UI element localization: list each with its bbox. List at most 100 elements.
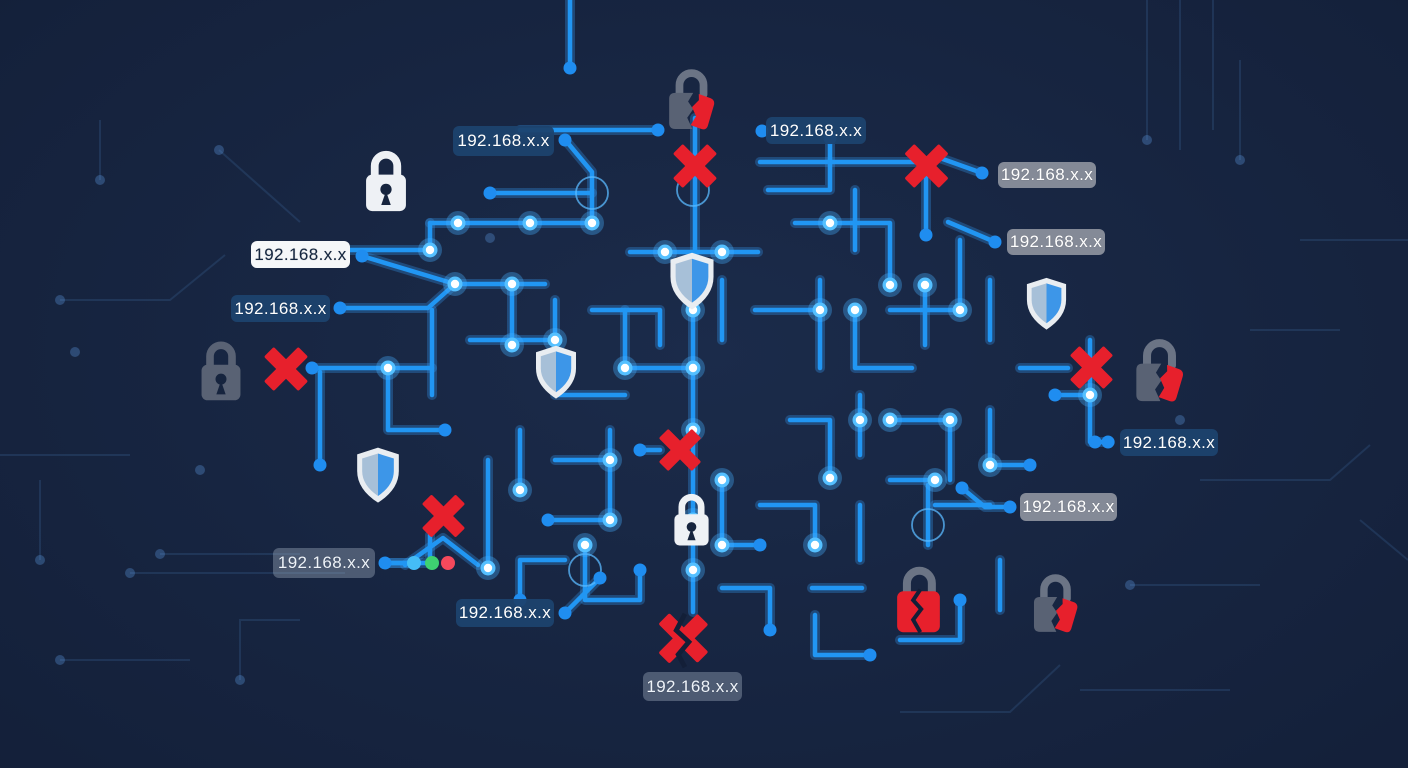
line-end-dot [355, 249, 369, 263]
line-end-dot [593, 571, 607, 585]
node-core [450, 279, 460, 289]
node-core [688, 363, 698, 373]
trace-line [218, 149, 301, 223]
broken-lock-icon [1034, 578, 1078, 633]
line-end-dot [541, 513, 555, 527]
node-core [850, 305, 860, 315]
node-core [717, 475, 727, 485]
node-core [383, 363, 393, 373]
node-core [587, 218, 597, 228]
line-end-dot [305, 361, 319, 375]
trace-dot [70, 347, 80, 357]
ip-label: 192.168.x.x [273, 548, 375, 578]
maze-line [385, 365, 448, 433]
line-end-dot [1023, 458, 1037, 472]
line-end-dot [378, 556, 392, 570]
maze-line [792, 220, 893, 288]
line-end-dot [563, 61, 577, 75]
maze-line [564, 139, 595, 226]
broken-lock-icon [1136, 343, 1184, 402]
line-end-dot [755, 124, 769, 138]
maze-line [517, 557, 568, 603]
line-end-dot [863, 648, 877, 662]
maze-line-glow [810, 610, 875, 660]
line-end-dot [483, 186, 497, 200]
maze-line-glow [335, 279, 460, 313]
line-end-dot [558, 133, 572, 147]
trace-dot [55, 655, 65, 665]
trace-dot [125, 568, 135, 578]
ip-label: 192.168.x.x [456, 599, 554, 627]
line-end-dot [753, 538, 767, 552]
maze-line [757, 502, 818, 548]
trace-line [1359, 519, 1408, 561]
node-core [985, 460, 995, 470]
maze-line [937, 155, 985, 176]
maze-line [787, 417, 833, 481]
maze-line [959, 485, 1013, 510]
node-core [945, 415, 955, 425]
node-core [885, 280, 895, 290]
maze-line-glow [515, 555, 570, 605]
node-core [717, 540, 727, 550]
ip-label: 192.168.x.x [1120, 429, 1218, 456]
node-core [930, 475, 940, 485]
line-end-dot [633, 443, 647, 457]
node-core [507, 279, 517, 289]
trace-dot [1175, 415, 1185, 425]
trace-line [239, 619, 300, 680]
line-end-dot [313, 458, 327, 472]
maze-line-glow [790, 218, 895, 290]
status-dot-cyan [407, 556, 421, 570]
trace-dot [95, 175, 105, 185]
status-dot-red [441, 556, 455, 570]
node-ring [911, 508, 945, 542]
ip-label: 192.168.x.x [998, 162, 1096, 188]
node-core [483, 563, 493, 573]
maze-line [812, 612, 873, 658]
shield-icon [357, 447, 399, 503]
maze-line [897, 597, 963, 643]
line-end-dot [333, 301, 347, 315]
shield-icon [670, 252, 714, 310]
node-core [453, 218, 463, 228]
trace-dot [214, 145, 224, 155]
maze-line [719, 585, 773, 633]
maze-line-glow [850, 305, 917, 373]
line-end-dot [558, 606, 572, 620]
maze-line [589, 307, 663, 348]
line-end-dot [438, 423, 452, 437]
maze-line [582, 542, 643, 603]
maze-line [337, 281, 458, 311]
line-end-dot [988, 235, 1002, 249]
line-end-dot [1088, 435, 1102, 449]
line-end-dot [763, 623, 777, 637]
node-core [605, 515, 615, 525]
line-end-dot [1101, 435, 1115, 449]
line-end-dot [955, 481, 969, 495]
shield-icon [1026, 277, 1067, 330]
node-core [810, 540, 820, 550]
trace-dot [1142, 135, 1152, 145]
trace-dot [55, 295, 65, 305]
lock-icon [366, 155, 406, 211]
ip-label: 192.168.x.x [231, 295, 330, 322]
line-end-dot [651, 123, 665, 137]
line-end-dots [305, 61, 1115, 662]
broken-x-mark-icon [644, 599, 722, 677]
node-core [580, 540, 590, 550]
node-core [525, 218, 535, 228]
maze-line-glow [717, 583, 775, 635]
node-core [515, 485, 525, 495]
line-end-dot [919, 228, 933, 242]
node-core [885, 415, 895, 425]
lock-icon [202, 345, 241, 400]
maze-line [402, 535, 481, 568]
ip-label: 192.168.x.x [251, 241, 350, 268]
maze-line [359, 253, 458, 287]
node-core [955, 305, 965, 315]
line-end-dot [975, 166, 989, 180]
node-core [815, 305, 825, 315]
